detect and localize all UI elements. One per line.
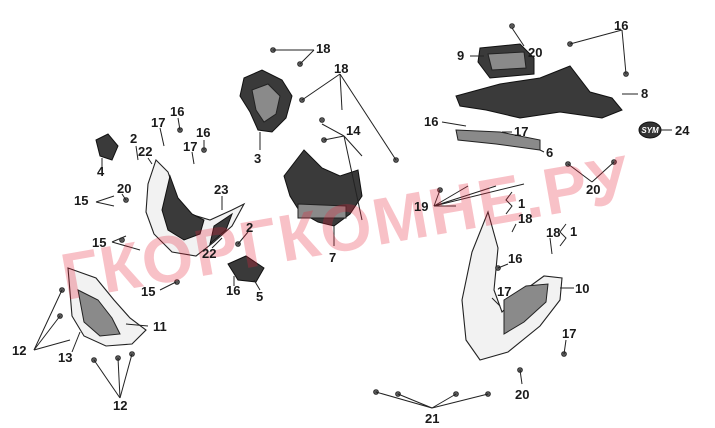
callout-20: 20	[528, 45, 542, 60]
part-clip	[95, 133, 119, 161]
part-small-bracket	[227, 255, 265, 283]
callout-11: 11	[153, 319, 167, 334]
callout-19: 19	[414, 199, 428, 214]
callout-4: 4	[97, 164, 105, 179]
callout-22: 22	[138, 144, 152, 159]
callout-3: 3	[254, 151, 261, 166]
part-front-cover	[67, 267, 147, 347]
callout-5: 5	[256, 289, 263, 304]
callout-16: 16	[226, 283, 240, 298]
callout-10: 10	[575, 281, 589, 296]
part-headlight-bracket	[239, 69, 293, 133]
callout-17: 17	[183, 139, 197, 154]
part-spring-a	[505, 191, 513, 215]
callout-2: 2	[246, 220, 253, 235]
callout-2: 2	[130, 131, 137, 146]
callout-9: 9	[457, 48, 464, 63]
callout-15: 15	[74, 193, 88, 208]
callout-16: 16	[196, 125, 210, 140]
callout-12: 12	[113, 398, 127, 413]
callout-18: 18	[316, 41, 330, 56]
callout-18: 18	[518, 211, 532, 226]
callout-21: 21	[425, 411, 439, 426]
callout-17: 17	[151, 115, 165, 130]
callout-7: 7	[329, 250, 336, 265]
callout-20: 20	[117, 181, 131, 196]
callout-15: 15	[92, 235, 106, 250]
callout-8: 8	[641, 86, 648, 101]
part-front-lower-panel	[461, 210, 563, 361]
callout-17: 17	[497, 284, 511, 299]
callout-16: 16	[614, 18, 628, 33]
callout-15: 15	[141, 284, 155, 299]
part-spring-b	[559, 223, 567, 247]
callout-22: 22	[202, 246, 216, 261]
callout-1: 1	[570, 224, 577, 239]
callout-24: 24	[675, 123, 690, 138]
callout-16: 16	[424, 114, 438, 129]
callout-17: 17	[514, 124, 528, 139]
callout-20: 20	[586, 182, 600, 197]
callout-1: 1	[518, 196, 525, 211]
leader-lines	[33, 27, 672, 409]
part-front-inner-panel	[145, 158, 246, 257]
part-handlebar-cover	[455, 65, 623, 119]
callout-6: 6	[546, 145, 553, 160]
callout-16: 16	[170, 104, 184, 119]
callout-16: 16	[508, 251, 522, 266]
part-center-frame	[283, 149, 363, 227]
callout-18: 18	[546, 225, 560, 240]
part-meter	[477, 43, 535, 79]
callout-14: 14	[346, 123, 361, 138]
callout-23: 23	[214, 182, 228, 197]
callout-labels: 1 1 2 2 3 4 5 6 7 8 9 10 11 12 12 13 14 …	[12, 18, 690, 426]
sym-logo: SYM	[641, 126, 659, 135]
fasteners	[57, 23, 629, 397]
callout-17: 17	[562, 326, 576, 341]
callout-18: 18	[334, 61, 348, 76]
callout-20: 20	[515, 387, 529, 402]
callout-13: 13	[58, 350, 72, 365]
callout-12: 12	[12, 343, 26, 358]
